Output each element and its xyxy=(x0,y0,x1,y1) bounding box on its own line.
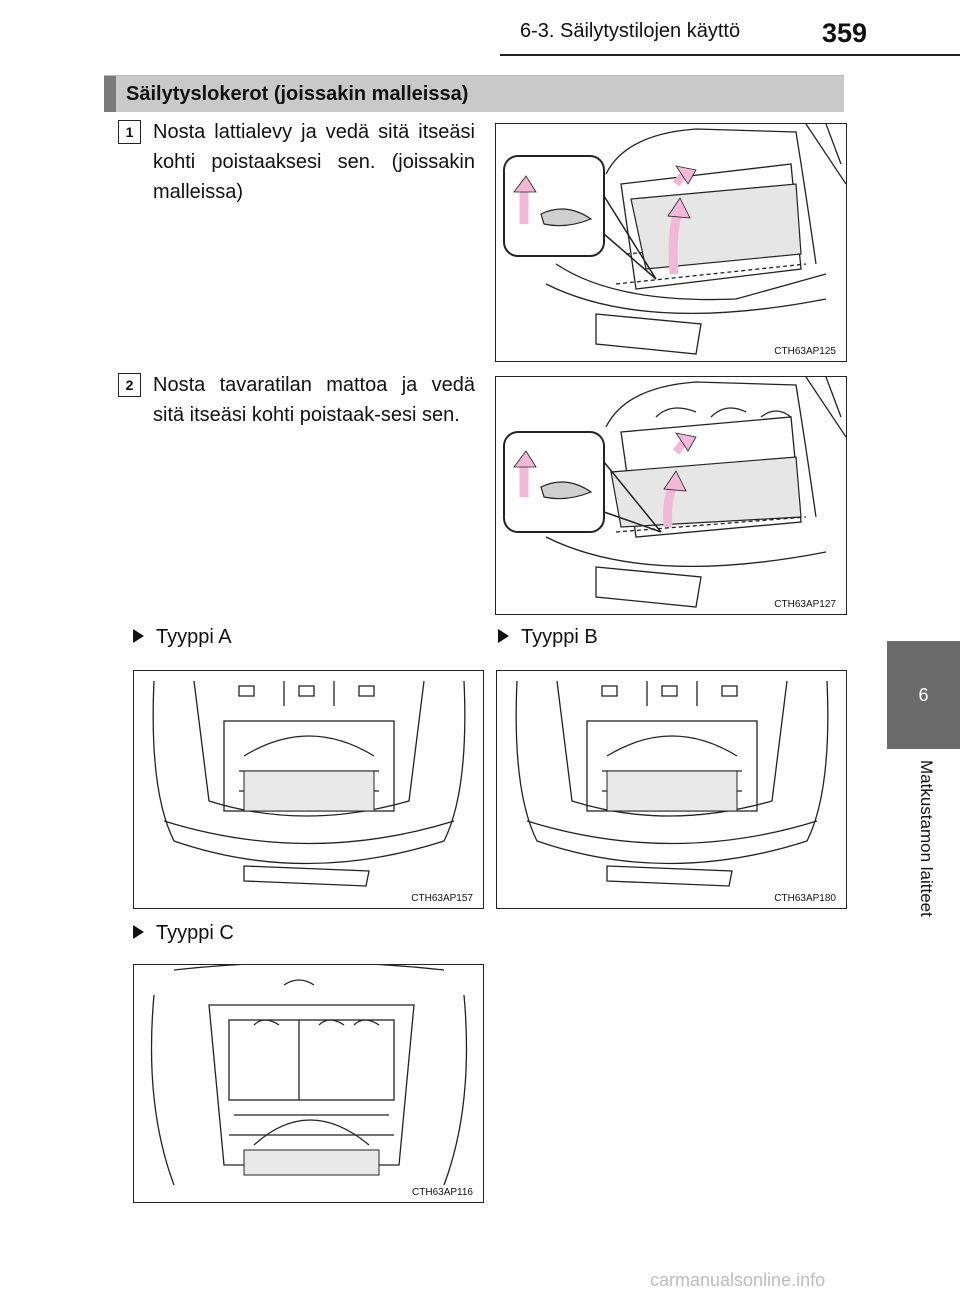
figure-type-a: CTH63AP157 xyxy=(133,670,484,909)
pointer-triangle-icon xyxy=(133,924,144,939)
header-section-title: 6-3. Säilytystilojen käyttö xyxy=(520,20,741,42)
figure-code-2: CTH63AP127 xyxy=(772,599,838,610)
chapter-label: Matkustamon laitteet xyxy=(917,760,936,917)
figure-type-c: CTH63AP116 xyxy=(133,964,484,1203)
pointer-triangle-icon xyxy=(133,628,144,643)
figure-trunk-mat: CTH63AP127 xyxy=(495,376,847,615)
type-c-label: Tyyppi C xyxy=(133,922,234,945)
step-text-2: Nosta tavaratilan mattoa ja vedä sitä it… xyxy=(153,374,475,426)
section-heading-text: Säilytyslokerot (joissakin malleissa) xyxy=(126,83,469,105)
type-b-label: Tyyppi B xyxy=(498,626,598,649)
step-text-1: Nosta lattialevy ja vedä sitä itseäsi ko… xyxy=(153,121,475,203)
watermark: carmanualsonline.info xyxy=(650,1270,826,1290)
page-number: 359 xyxy=(822,18,868,48)
section-heading: Säilytyslokerot (joissakin malleissa) xyxy=(104,75,844,112)
figure-code-type-b: CTH63AP180 xyxy=(772,893,838,904)
figure-type-b: CTH63AP180 xyxy=(496,670,847,909)
type-a-label: Tyyppi A xyxy=(133,626,232,649)
section-heading-bar xyxy=(104,76,116,112)
figure-trunk-floor-board: CTH63AP125 xyxy=(495,123,847,362)
pointer-triangle-icon xyxy=(498,628,509,643)
figure-code-1: CTH63AP125 xyxy=(772,346,838,357)
step-number-1: 1 xyxy=(118,120,141,144)
figure-code-type-a: CTH63AP157 xyxy=(409,893,475,904)
chapter-tab: 6 xyxy=(887,641,960,749)
figure-code-type-c: CTH63AP116 xyxy=(410,1187,475,1198)
step-number-2: 2 xyxy=(118,373,141,397)
header-rule xyxy=(500,54,960,56)
